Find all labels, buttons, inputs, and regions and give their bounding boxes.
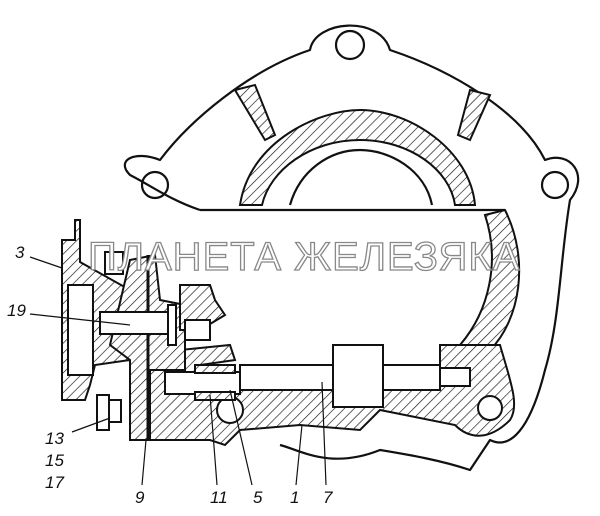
label-11: 11	[210, 488, 228, 507]
label-15: 15	[45, 451, 64, 470]
shaft-part-19	[99, 304, 211, 346]
label-9: 9	[135, 488, 145, 507]
shift-rod-part-7	[164, 344, 471, 408]
label-19: 19	[7, 301, 26, 320]
label-13: 13	[45, 429, 64, 448]
label-17: 17	[45, 473, 64, 492]
label-3: 3	[15, 243, 25, 262]
cover-plate	[108, 253, 227, 441]
watermark: ПЛАНЕТА ЖЕЛЕЗЯКА	[88, 235, 520, 279]
bolt-part-13	[96, 394, 122, 431]
bolt-head	[104, 251, 124, 275]
label-1: 1	[290, 488, 299, 507]
label-5: 5	[253, 488, 263, 507]
housing-outline	[123, 24, 580, 472]
leader-lines	[29, 256, 327, 486]
flange-part-3	[61, 219, 131, 401]
bearing-bore	[238, 108, 477, 206]
label-7: 7	[323, 488, 333, 507]
part-labels: 3 19 13 15 17 9 11 5 1 7	[7, 243, 333, 507]
